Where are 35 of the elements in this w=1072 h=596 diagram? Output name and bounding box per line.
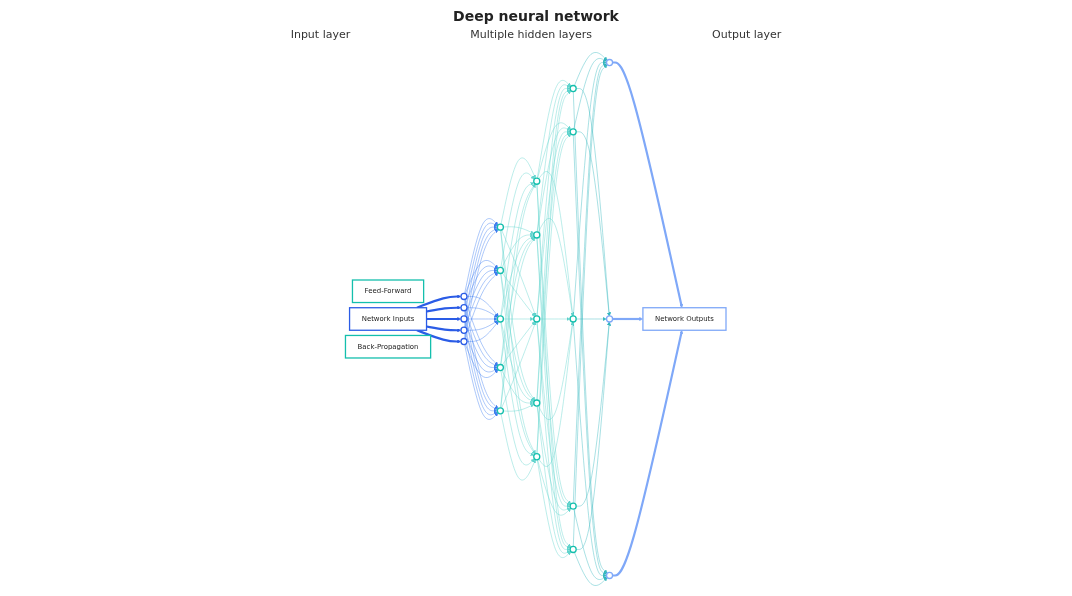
node-circle xyxy=(533,177,541,185)
arrow xyxy=(426,324,462,332)
node-circle xyxy=(533,452,541,460)
layer-label: Multiple hidden layers xyxy=(470,28,592,41)
node-circle xyxy=(569,545,578,553)
node-circle xyxy=(460,314,468,323)
node-circle xyxy=(533,230,541,239)
node-circle xyxy=(606,314,614,323)
node-circle xyxy=(496,266,505,274)
diagram-heading: Deep neural network xyxy=(453,8,619,24)
arrow xyxy=(612,329,684,577)
node-circle xyxy=(533,398,541,407)
node-circle xyxy=(496,222,505,231)
arrow xyxy=(426,316,462,321)
layer-label: Input layer xyxy=(290,28,351,41)
arrow xyxy=(416,294,462,309)
node-circle xyxy=(496,363,505,371)
arrow xyxy=(416,328,462,343)
node-circle xyxy=(460,337,468,345)
node-circle xyxy=(460,326,468,334)
node-circle xyxy=(569,314,578,323)
node-circle xyxy=(533,314,541,323)
node-circle xyxy=(496,314,505,323)
layer-label: Output layer xyxy=(712,28,782,41)
arrow xyxy=(426,305,462,313)
node-circle xyxy=(569,84,578,92)
node-circle xyxy=(606,58,614,66)
node-circle xyxy=(606,571,614,579)
node-circle xyxy=(496,406,505,414)
arrow xyxy=(612,60,684,308)
node-circle xyxy=(460,303,468,311)
arrow xyxy=(612,316,644,321)
node-circle xyxy=(460,292,468,300)
node-circle xyxy=(569,127,578,135)
node-circle xyxy=(569,501,578,510)
